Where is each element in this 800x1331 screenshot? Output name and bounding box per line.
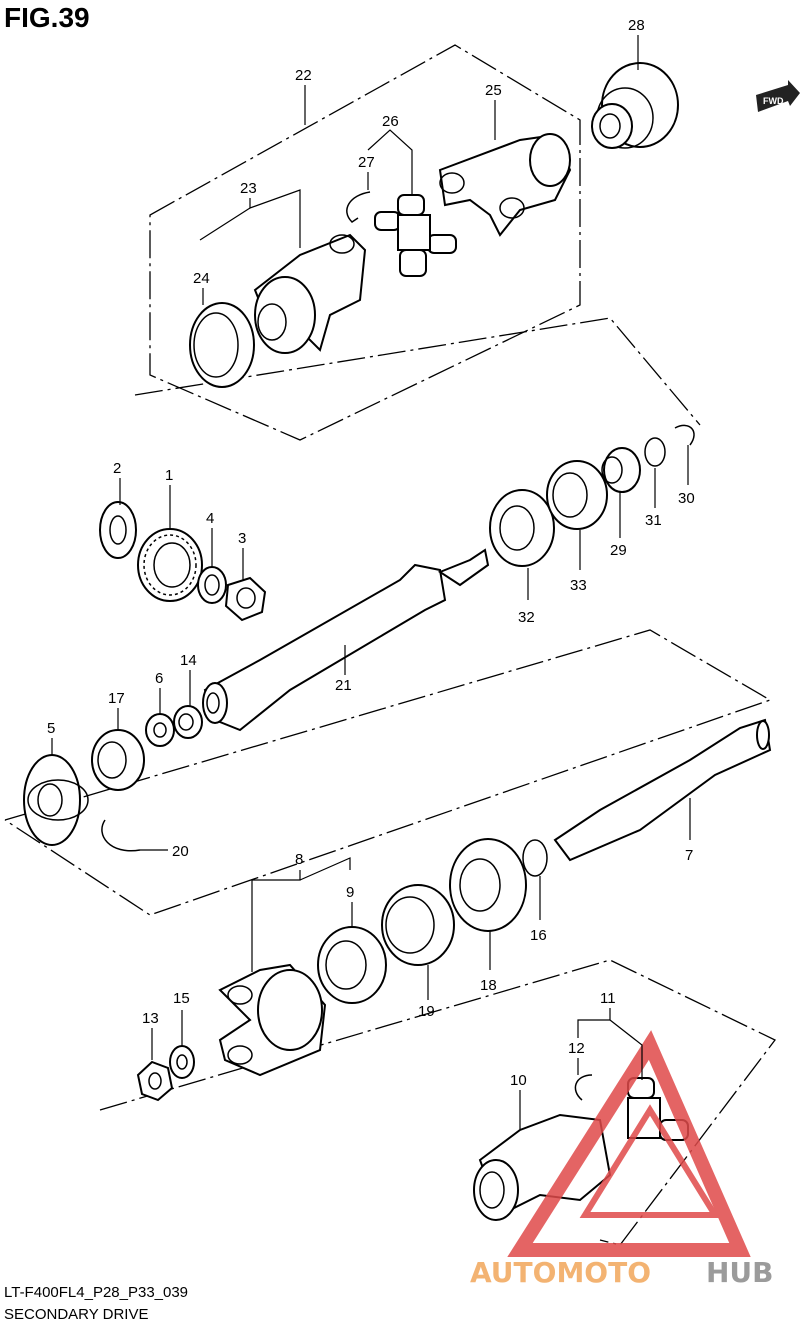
callout-25: 25 <box>485 82 502 99</box>
bearing-part-18 <box>449 838 527 932</box>
circlip-part-20 <box>101 819 141 852</box>
circlip-part-12 <box>574 1074 593 1101</box>
figure-title: FIG.39 <box>4 2 90 33</box>
callout-9: 9 <box>346 884 354 901</box>
leader-lines <box>51 35 691 1130</box>
assembly-outline-middle <box>4 629 772 916</box>
washer-part-6 <box>145 713 175 747</box>
washer-part-2 <box>99 501 137 559</box>
callout-11: 11 <box>600 990 616 1007</box>
circlip-part-16 <box>522 839 548 877</box>
yoke-part-25 <box>438 133 572 237</box>
callout-12: 12 <box>568 1040 585 1057</box>
callout-10: 10 <box>510 1072 527 1089</box>
callout-3: 3 <box>238 530 246 547</box>
bevel-gear-part-1 <box>137 528 203 602</box>
callout-13: 13 <box>142 1010 159 1027</box>
callout-14: 14 <box>180 652 197 669</box>
callout-32: 32 <box>518 609 535 626</box>
callout-17: 17 <box>108 690 125 707</box>
nut-part-3 <box>224 576 267 622</box>
callout-26: 26 <box>382 113 399 130</box>
oil-seal-part-9 <box>317 926 387 1004</box>
needle-bearing-part-17 <box>91 729 145 791</box>
callout-28: 28 <box>628 17 645 34</box>
bearing-part-32 <box>489 489 555 567</box>
spider-part-26 <box>374 194 457 277</box>
callout-22: 22 <box>295 67 312 84</box>
assembly-outline-top <box>134 317 701 426</box>
model-code: LT-F400FL4_P28_P33_039 <box>4 1284 189 1301</box>
callout-33: 33 <box>570 577 587 594</box>
nut-part-14 <box>173 705 203 739</box>
fwd-badge-text: FWD <box>763 96 784 106</box>
callout-24: 24 <box>193 270 210 287</box>
seal-part-33 <box>546 460 608 530</box>
watermark-brand-part2: HUB <box>706 1256 774 1289</box>
yoke-part-10 <box>473 1113 612 1221</box>
callout-labels: 22 25 28 26 27 23 24 2 1 4 3 21 32 33 29… <box>47 17 695 1089</box>
callout-15: 15 <box>173 990 190 1007</box>
figure-caption: SECONDARY DRIVE <box>4 1306 149 1323</box>
callout-18: 18 <box>480 977 497 994</box>
callout-31: 31 <box>645 512 662 529</box>
callout-30: 30 <box>678 490 695 507</box>
assembly-outline-propeller-shaft <box>149 44 581 441</box>
fwd-arrow-icon: FWD <box>756 80 800 112</box>
callout-6: 6 <box>155 670 163 687</box>
callout-5: 5 <box>47 720 55 737</box>
circlip-part-30 <box>674 424 695 446</box>
callout-27: 27 <box>358 154 375 171</box>
bevel-gear-part-5 <box>23 754 89 846</box>
circlip-part-27 <box>346 191 371 223</box>
yoke-part-23 <box>253 233 367 354</box>
oil-seal-part-19 <box>381 884 455 966</box>
callout-19: 19 <box>418 1003 435 1020</box>
flange-part-8 <box>218 963 327 1077</box>
boot-part-28 <box>591 62 679 149</box>
watermark-brand-part1: AUTOMOTO <box>470 1256 651 1289</box>
callout-29: 29 <box>610 542 627 559</box>
callout-1: 1 <box>165 467 173 484</box>
callout-7: 7 <box>685 847 693 864</box>
automotohub-watermark-logo: AUTOMOTO HUB <box>470 1030 774 1289</box>
seal-ring-part-24 <box>189 302 255 388</box>
circlip-part-31 <box>644 437 666 467</box>
callout-21: 21 <box>335 677 352 694</box>
callout-2: 2 <box>113 460 121 477</box>
drive-shaft-part-21 <box>202 548 490 732</box>
callout-20: 20 <box>172 843 189 860</box>
callout-4: 4 <box>206 510 214 527</box>
washer-part-4 <box>197 566 227 604</box>
callout-23: 23 <box>240 180 257 197</box>
washer-part-15 <box>169 1045 195 1079</box>
callout-8: 8 <box>295 851 303 868</box>
nut-part-13 <box>136 1060 174 1102</box>
callout-16: 16 <box>530 927 547 944</box>
pinion-shaft-part-7 <box>553 718 772 862</box>
spacer-part-29 <box>601 447 641 493</box>
